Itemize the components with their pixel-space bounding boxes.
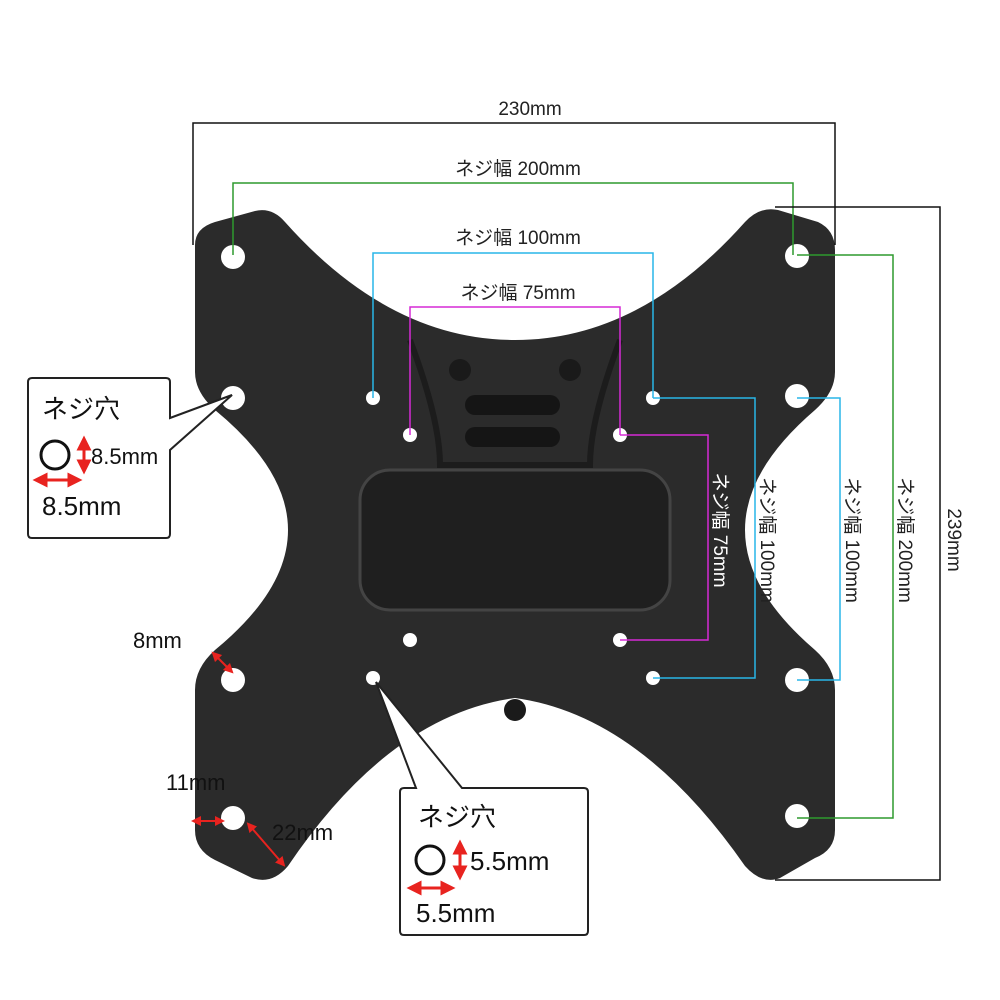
dim-line-v75	[620, 434, 709, 641]
edge-8-arrow	[211, 651, 234, 674]
callout-large-hole	[27, 377, 233, 539]
upper-ridge	[407, 338, 623, 468]
label-11mm: 11mm	[166, 770, 226, 795]
bump	[504, 699, 526, 721]
label-230mm: 230mm	[498, 99, 561, 120]
dim-line-h100	[372, 252, 654, 398]
dim-line-v100-outer	[797, 397, 841, 681]
bump	[449, 359, 471, 381]
dim-line-v200	[797, 254, 894, 819]
label-8mm: 8mm	[133, 628, 182, 653]
bump	[559, 359, 581, 381]
dim-line-v100-inner	[653, 397, 756, 679]
hole-symbol-icon	[414, 844, 446, 876]
callout-small-hole	[375, 681, 589, 936]
callout-large-width: 8.5mm	[42, 491, 121, 521]
center-recess	[358, 468, 672, 612]
callout-small-title: ネジ穴	[418, 802, 496, 832]
dim-line-230	[192, 122, 836, 245]
label-v200: ネジ幅 200mm	[894, 477, 916, 603]
label-22mm: 22mm	[272, 820, 333, 845]
label-h75: ネジ幅 75mm	[460, 282, 575, 304]
slot	[465, 427, 560, 447]
label-v75: ネジ幅 75mm	[709, 472, 731, 587]
hole-symbol-icon	[39, 439, 71, 471]
callout-large-height: 8.5mm	[91, 444, 158, 469]
dim-line-239	[775, 206, 941, 881]
callout-small-height: 5.5mm	[470, 846, 549, 876]
callout-small-width: 5.5mm	[416, 898, 495, 928]
label-h200: ネジ幅 200mm	[455, 158, 581, 180]
dim-line-h75	[409, 306, 621, 435]
label-239mm: 239mm	[943, 508, 964, 571]
label-v100-outer: ネジ幅 100mm	[841, 477, 863, 603]
label-v100-inner: ネジ幅 100mm	[756, 477, 778, 603]
slot	[465, 395, 560, 415]
slot-22-arrow	[246, 822, 286, 867]
label-h100: ネジ幅 100mm	[455, 227, 581, 249]
dim-line-h200	[232, 182, 794, 255]
callout-large-title: ネジ穴	[42, 394, 120, 424]
